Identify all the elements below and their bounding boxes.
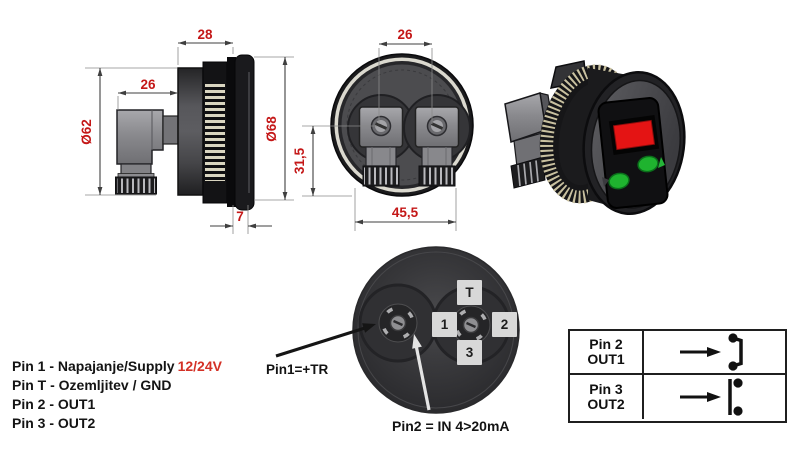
- dim-26-connector: 26: [140, 77, 156, 92]
- output-table-row-out2: Pin 3 OUT2: [570, 375, 785, 419]
- out1-pin-cell: Pin 2 OUT1: [570, 331, 644, 373]
- output-table-row-out1: Pin 2 OUT1: [570, 331, 785, 375]
- out1-contact-symbol: [644, 331, 785, 373]
- out2-contact-symbol: [644, 375, 785, 419]
- pin-list-line2: Pin T - Ozemljitev / GND: [12, 377, 172, 393]
- elbow-connector: [115, 109, 179, 195]
- connector-photo: T 1 2 3: [275, 246, 520, 414]
- button-down: [608, 172, 630, 190]
- pin-label-2: 2: [492, 312, 517, 337]
- out2-pin-cell: Pin 3 OUT2: [570, 375, 644, 419]
- pin-label-1: 1: [432, 312, 457, 337]
- pin-label-t: T: [457, 280, 482, 305]
- svg-text:2: 2: [501, 317, 509, 332]
- open-contact-icon: [680, 378, 743, 416]
- closed-contact-icon: [680, 333, 743, 371]
- callout-pin1: Pin1=+TR: [266, 362, 329, 377]
- dim-dia62: Ø62: [79, 119, 94, 145]
- red-led-display: [612, 119, 656, 151]
- pin1-arrow: [275, 323, 376, 358]
- pin1-voltage: 12/24V: [177, 358, 222, 374]
- knurled-ring: [202, 61, 228, 204]
- dim-26-pitch: 26: [397, 27, 413, 42]
- dim-28: 28: [197, 27, 213, 42]
- back-connector-left: [358, 106, 404, 187]
- back-connector-right: [414, 106, 460, 187]
- dim-7: 7: [236, 209, 244, 224]
- perspective-view: [504, 60, 686, 215]
- photo-socket-left: [378, 303, 418, 343]
- device-body-side: [177, 54, 255, 211]
- pin1-label: Pin 1 - Napajanje/Supply: [12, 358, 175, 374]
- pin-label-3: 3: [457, 340, 482, 365]
- pin-list-line3: Pin 2 - OUT1: [12, 396, 96, 412]
- down-arrow-icon: [602, 177, 609, 187]
- back-view-dim-lines: [312, 43, 456, 223]
- back-view: 26 45,5 31,5: [292, 27, 474, 231]
- output-table: Pin 2 OUT1 Pin 3 OUT2: [568, 329, 787, 423]
- pin2-arrow: [412, 334, 431, 411]
- svg-text:T: T: [465, 285, 474, 300]
- dim-31-5: 31,5: [292, 147, 307, 174]
- up-arrow-icon: [658, 157, 665, 168]
- svg-text:3: 3: [466, 345, 474, 360]
- callout-pin2: Pin2 = IN 4>20mA: [392, 418, 510, 434]
- back-view-ext-lines: [302, 48, 457, 231]
- back-view-arrowheads: [310, 41, 456, 225]
- pin-list-line4: Pin 3 - OUT2: [12, 415, 96, 431]
- dim-45-5: 45,5: [392, 205, 419, 220]
- side-view-dimensions: [85, 47, 294, 234]
- button-up: [637, 155, 659, 173]
- svg-text:1: 1: [441, 317, 449, 332]
- side-view-arrowheads: [97, 40, 288, 229]
- display-panel: [597, 97, 669, 209]
- dim-dia68: Ø68: [264, 116, 279, 142]
- side-view: 28 26 Ø62 Ø68 7: [79, 27, 294, 234]
